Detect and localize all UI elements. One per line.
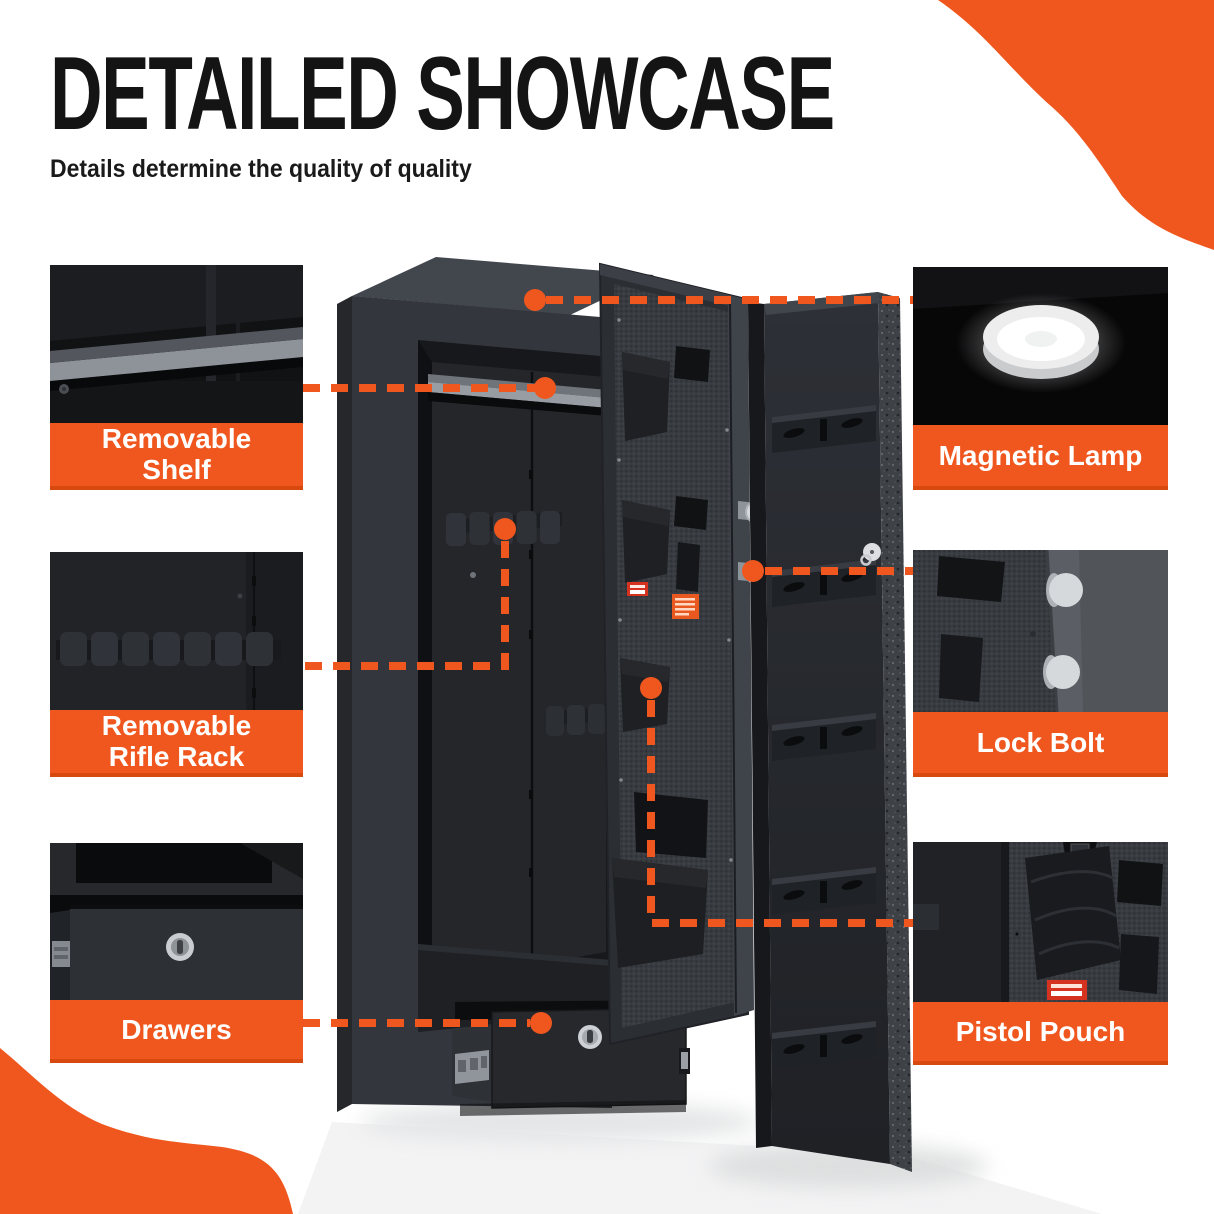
connector-rifle-rack (303, 518, 516, 670)
drawers-thumbnail (50, 843, 303, 1000)
page-title: DETAILED SHOWCASE (50, 36, 835, 152)
callout-label: Pistol Pouch (913, 1002, 1168, 1065)
callout-label: Lock Bolt (913, 712, 1168, 777)
corner-decoration-bottom-left (0, 1048, 293, 1214)
page-subtitle: Details determine the quality of quality (50, 155, 472, 184)
corner-decoration-top-right (938, 0, 1214, 250)
callout-magnetic-lamp: Magnetic Lamp (913, 267, 1168, 490)
pistol-pouch-thumbnail (913, 842, 1168, 1002)
connector-pistol-pouch (640, 677, 913, 927)
cabinet-open-door (748, 292, 912, 1172)
callout-label: Removable Shelf (50, 423, 303, 490)
rifle-rack-thumbnail (50, 552, 303, 710)
lock-bolt-thumbnail (913, 550, 1168, 712)
callout-connectors (303, 289, 913, 1034)
callout-label: Drawers (50, 1000, 303, 1063)
connector-removable-shelf (303, 377, 556, 399)
callout-lock-bolt: Lock Bolt (913, 550, 1168, 777)
connector-lock-bolt (742, 560, 913, 582)
callout-drawers: Drawers (50, 843, 303, 1063)
door-key (860, 543, 881, 566)
shelf-thumbnail (50, 265, 303, 423)
magnetic-lamp-thumbnail (913, 267, 1168, 425)
callout-label: Magnetic Lamp (913, 425, 1168, 490)
cabinet-body (337, 257, 690, 1116)
connector-drawers (303, 1012, 552, 1034)
callout-removable-rifle-rack: Removable Rifle Rack (50, 552, 303, 777)
callout-removable-shelf: Removable Shelf (50, 265, 303, 490)
header: DETAILED SHOWCASE Details determine the … (50, 36, 1170, 184)
callout-pistol-pouch: Pistol Pouch (913, 842, 1168, 1065)
callout-label: Removable Rifle Rack (50, 710, 303, 777)
floor-shadow (298, 1102, 1102, 1214)
connector-magnetic-lamp (524, 289, 913, 311)
